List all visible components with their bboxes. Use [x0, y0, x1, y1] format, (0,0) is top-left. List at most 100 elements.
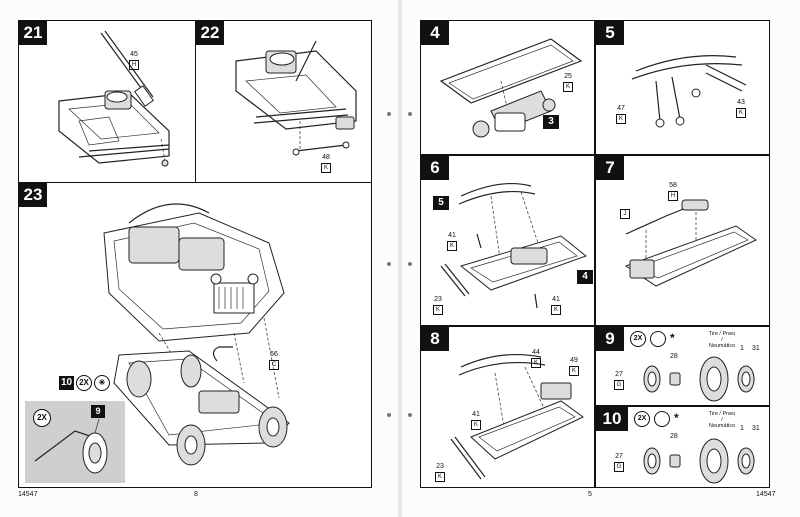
frame-assembly-drawing — [440, 182, 588, 309]
right-page: 4 25 K 3 5 47 — [402, 0, 800, 517]
binding-hole — [387, 413, 391, 417]
part-number: 43 — [737, 99, 745, 106]
part-number: 23 — [436, 463, 444, 470]
catalog-number: 14547 — [18, 491, 38, 498]
part-label: 28 — [670, 433, 678, 441]
part-number: 49 — [570, 357, 578, 364]
part-code: K — [435, 472, 445, 482]
step-number: 21 — [19, 21, 47, 45]
step-10-panel: 10 2X * Tire / Pneu / Neumático 28 27 G … — [595, 406, 770, 488]
step-23-panel: 23 — [18, 182, 372, 488]
part-label: 25 K — [563, 73, 573, 92]
inset-detail: 2X 9 — [25, 401, 125, 483]
frame-crossmember-drawing — [450, 353, 584, 480]
step-number: 6 — [421, 156, 449, 180]
part-code: G — [614, 380, 624, 390]
part-number: 28 — [670, 353, 678, 360]
page-number: 8 — [194, 491, 198, 498]
step-ref: 10 — [59, 376, 74, 390]
step-7-panel: 7 58 H J — [595, 155, 770, 326]
part-label: 49 K — [569, 357, 579, 376]
wheel-assembly-drawing — [643, 438, 755, 484]
part-label: 28 — [670, 353, 678, 361]
no-glue-icon — [650, 331, 666, 347]
part-label: 23 K — [435, 463, 445, 482]
subassembly-ref: 4 — [577, 270, 593, 284]
part-number: 31 — [752, 425, 760, 432]
exhaust-drawing — [624, 199, 758, 287]
step-number: 23 — [19, 183, 47, 207]
frame-engine-drawing — [439, 38, 583, 138]
footnote-star: * — [670, 331, 675, 345]
quantity-mark: 2X — [630, 331, 646, 347]
step-6-panel: 6 5 4 41 K 23 K 41 K — [420, 155, 595, 326]
subassembly-ref: 5 — [433, 196, 449, 210]
part-label: 1 — [740, 345, 744, 353]
part-code: K — [531, 358, 541, 368]
part-label: 1 — [740, 425, 744, 433]
step-number: 10 — [596, 407, 628, 431]
part-number: 41 — [552, 296, 560, 303]
subassembly-ref: 3 — [543, 115, 559, 129]
step-number: 22 — [196, 21, 224, 45]
part-code: J — [620, 209, 630, 219]
part-number: 1 — [740, 425, 744, 432]
part-label: 41 K — [471, 411, 481, 430]
step-number: 4 — [421, 21, 449, 45]
part-number: 27 — [615, 371, 623, 378]
inset-wheel-drawing — [34, 418, 108, 474]
part-label: 48 K — [321, 154, 331, 173]
wheel-reference-badge: 10 2X ✳ — [59, 375, 110, 391]
part-number: 41 — [448, 232, 456, 239]
part-number: 25 — [564, 73, 572, 80]
part-number: 45 — [130, 51, 138, 58]
part-label: 41 K — [551, 296, 561, 315]
step-8-panel: 8 44 K 49 K 41 K 23 K — [420, 326, 595, 488]
pedal-assembly-drawing — [235, 40, 357, 156]
tire-label: Tire / Pneu / Neumático — [708, 331, 736, 349]
step-number: 7 — [596, 156, 624, 180]
part-number: 44 — [532, 349, 540, 356]
part-number: 31 — [752, 345, 760, 352]
part-label: 56 C — [269, 351, 279, 370]
part-label: 23 K — [433, 296, 443, 315]
catalog-number: 14547 — [756, 491, 776, 498]
part-code: C — [269, 360, 279, 370]
part-label: 31 — [752, 425, 760, 433]
part-label: 27 G — [614, 371, 624, 390]
part-label: 58 H — [668, 182, 678, 201]
part-number: 47 — [617, 105, 625, 112]
part-code: K — [321, 163, 331, 173]
part-label: 47 K — [616, 105, 626, 124]
glue-icon: ✳ — [94, 375, 110, 391]
binding-hole — [408, 413, 412, 417]
step-5-panel: 5 47 K 43 K — [595, 20, 770, 155]
binding-hole — [408, 262, 412, 266]
step-ref: 9 — [91, 405, 105, 418]
part-code: K — [736, 108, 746, 118]
part-number: 48 — [322, 154, 330, 161]
part-label: 41 K — [447, 232, 457, 251]
part-number: 23 — [434, 296, 442, 303]
step-number: 8 — [421, 327, 449, 351]
part-number: 41 — [472, 411, 480, 418]
part-code: K — [433, 305, 443, 315]
part-label: 43 K — [736, 99, 746, 118]
step-4-panel: 4 25 K 3 — [420, 20, 595, 155]
part-code: K — [569, 366, 579, 376]
quantity-mark: 2X — [76, 375, 92, 391]
part-code: K — [447, 241, 457, 251]
footnote-star: * — [674, 411, 679, 425]
binding-hole — [387, 112, 391, 116]
step-22-panel: 22 48 K — [195, 20, 372, 183]
quantity-mark: 2X — [33, 409, 51, 427]
step-number: 5 — [596, 21, 624, 45]
part-number: 1 — [740, 345, 744, 352]
part-number: 27 — [615, 453, 623, 460]
part-code: G — [614, 462, 624, 472]
part-number: 56 — [270, 351, 278, 358]
body-to-chassis-drawing — [103, 203, 290, 466]
wheel-assembly-drawing — [643, 356, 755, 402]
binding-hole — [387, 262, 391, 266]
tire-label: Tire / Pneu / Neumático — [708, 411, 736, 429]
